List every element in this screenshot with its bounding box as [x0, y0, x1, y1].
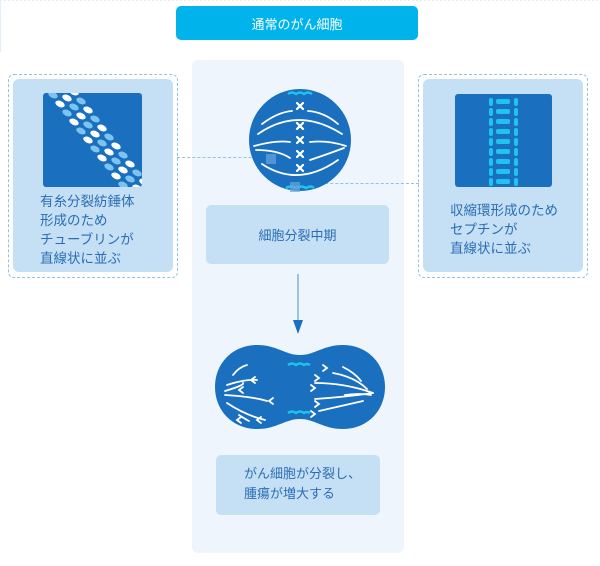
septin-segment [489, 138, 493, 146]
tubulin-dimer [111, 142, 121, 150]
down-arrow-icon [293, 274, 303, 334]
tubulin-dimer [104, 148, 114, 156]
tubulin-dimer [125, 160, 135, 168]
septin-segment [489, 98, 493, 106]
metaphase-label: 細胞分裂中期 [206, 205, 389, 264]
tubulin-dimer [111, 157, 121, 165]
tubulin-dimer [83, 106, 93, 114]
septin-segment [496, 149, 510, 154]
tubulin-dimer [48, 93, 58, 99]
tubulin-dimer [83, 121, 93, 129]
tubulin-dimer [125, 175, 135, 183]
metaphase-cell-icon [249, 89, 351, 192]
septin-segment [514, 138, 518, 146]
tubulin-dimer [90, 145, 100, 153]
septin-segment [496, 129, 510, 134]
dividing-cell-icon [215, 345, 385, 429]
septin-segment [514, 128, 518, 136]
tubulin-dimer [132, 184, 142, 187]
septin-segment [489, 128, 493, 136]
septin-segment [489, 178, 493, 186]
tubulin-dimer [62, 109, 72, 117]
septin-segment [514, 108, 518, 116]
tubulin-dimer [118, 151, 128, 159]
tubulin-label: 有糸分裂紡錘体 形成のため チューブリンが 直線状に並ぶ [40, 194, 135, 267]
septin-segment [514, 118, 518, 126]
septin-segment [514, 158, 518, 166]
tubulin-dimer [69, 118, 79, 126]
tubulin-dimer [76, 127, 86, 135]
tubulin-panel [8, 74, 178, 278]
left-border [0, 0, 1, 52]
septin-segment [489, 148, 493, 156]
tubulin-dimer [83, 136, 93, 144]
septin-segment [489, 168, 493, 176]
septin-segment [514, 178, 518, 186]
septin-filament-icon [455, 94, 552, 187]
septin-label: 収縮環形成のため セプチンが 直線状に並ぶ [450, 203, 558, 257]
tubulin-dimer [104, 163, 114, 171]
tubulin-dimer [104, 133, 114, 141]
septin-segment [514, 168, 518, 176]
diagram-title: 通常のがん細胞 [176, 6, 418, 40]
tubulin-dimer [118, 181, 128, 187]
result-label: がん細胞が分裂し、 腫瘍が増大する [216, 455, 380, 515]
septin-segment [489, 108, 493, 116]
septin-segment [496, 119, 510, 124]
septin-segment [489, 158, 493, 166]
tubulin-dimer [118, 166, 128, 174]
septin-segment [496, 109, 510, 114]
septin-segment [489, 118, 493, 126]
tubulin-dimer [90, 130, 100, 138]
tubulin-dimer [97, 154, 107, 162]
tubulin-dimer [97, 124, 107, 132]
tubulin-dimer [76, 112, 86, 120]
septin-segment [496, 159, 510, 164]
tubulin-dimer [69, 93, 79, 96]
top-border [0, 0, 600, 1]
tubulin-dimer [55, 100, 65, 108]
septin-segment [496, 99, 510, 104]
tubulin-dimer [76, 97, 86, 105]
septin-segment [514, 98, 518, 106]
tubulin-dimer [97, 139, 107, 147]
septin-segment [496, 179, 510, 184]
septin-segment [496, 169, 510, 174]
tubulin-dimer [62, 94, 72, 102]
left-connector-line [177, 157, 267, 158]
septin-segment [514, 148, 518, 156]
septin-segment [496, 139, 510, 144]
tubulin-dimer [90, 115, 100, 123]
tubulin-dimer [132, 169, 142, 177]
tubulin-filament-icon [43, 93, 142, 187]
right-connector-line [300, 183, 419, 184]
tubulin-dimer [139, 178, 142, 186]
septin-panel [418, 74, 588, 278]
tubulin-dimer [69, 103, 79, 111]
tubulin-dimer [111, 172, 121, 180]
